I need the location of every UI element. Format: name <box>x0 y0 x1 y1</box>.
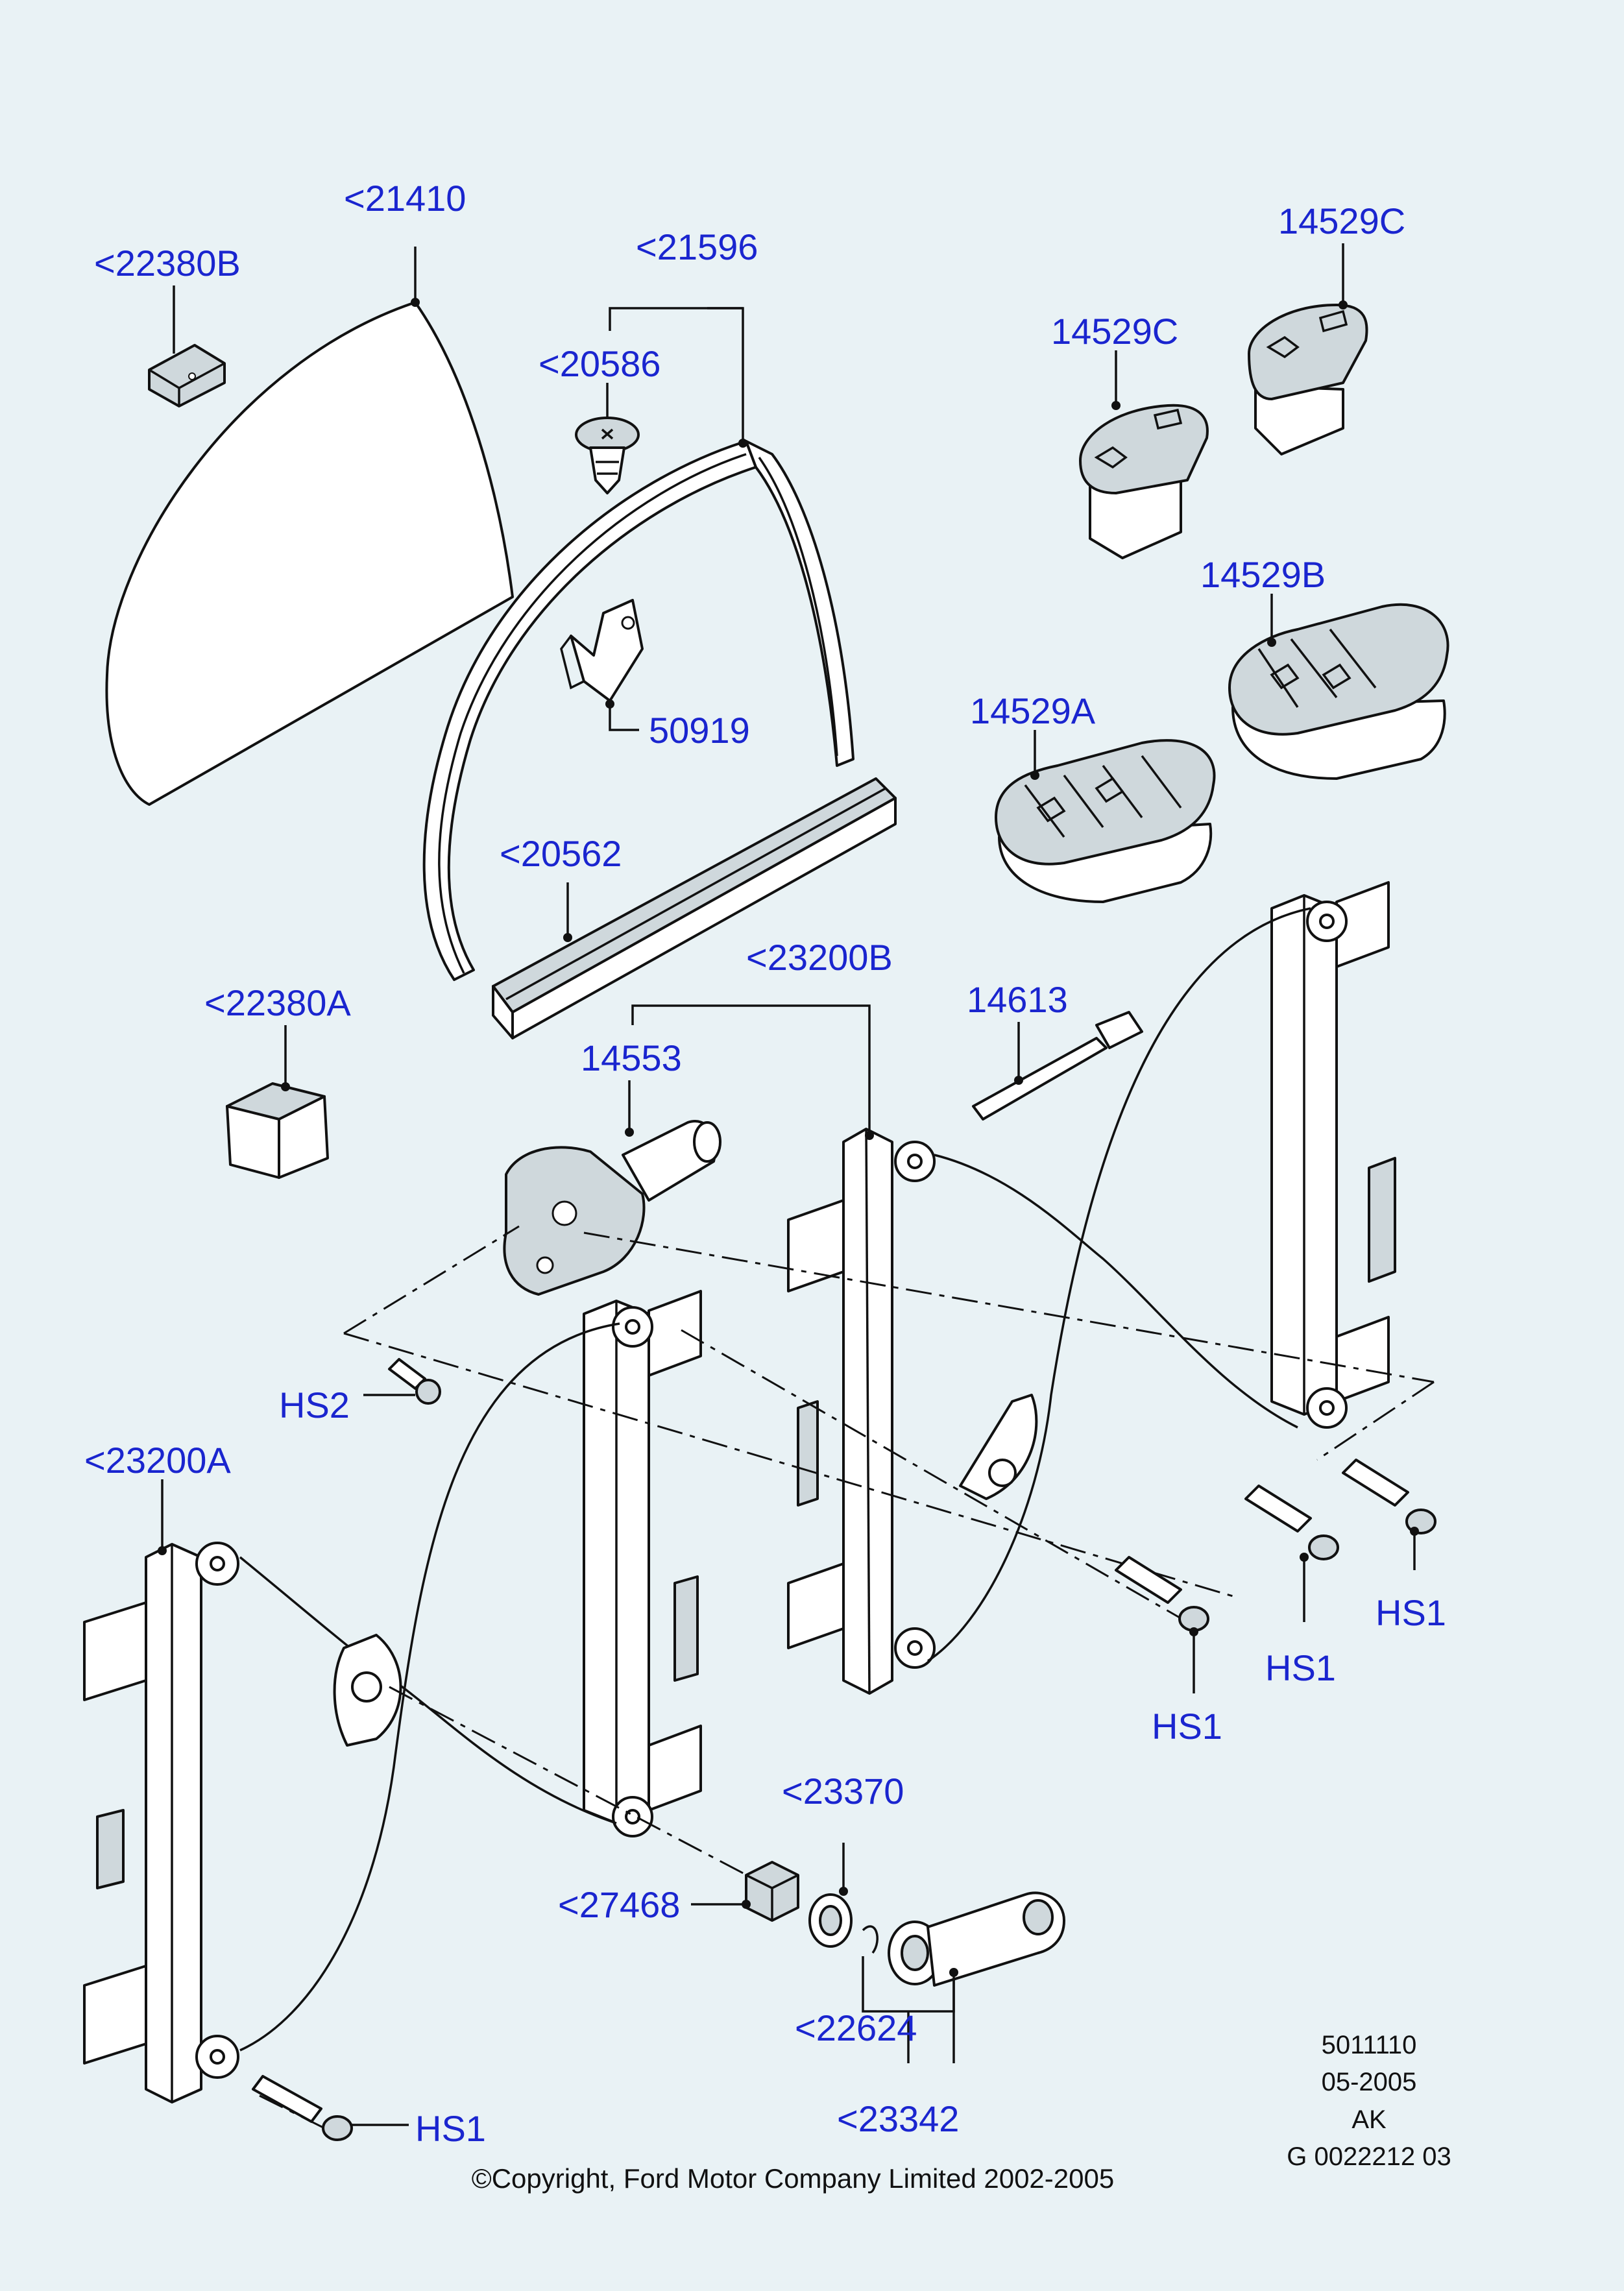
pad-22380a <box>226 1082 329 1179</box>
diagram-date: 05-2005 <box>1322 2068 1417 2096</box>
label-22624: <22624 <box>795 2007 917 2048</box>
screw-hs1-c <box>1342 1459 1436 1534</box>
leader-50919 <box>609 704 639 731</box>
label-hs2: HS2 <box>279 1385 350 1425</box>
label-14613: 14613 <box>967 979 1068 1020</box>
clip-22624 <box>862 1925 879 1954</box>
label-22380a: <22380A <box>204 982 351 1023</box>
label-hs1-b: HS1 <box>1265 1647 1336 1688</box>
diagram-code: 5011110 <box>1322 2031 1417 2059</box>
label-20586: <20586 <box>539 343 661 384</box>
label-14529c-right: 14529C <box>1278 200 1405 241</box>
leader-21596 <box>609 307 744 443</box>
label-14529c-left: 14529C <box>1051 311 1178 352</box>
label-14553: 14553 <box>581 1037 682 1078</box>
switch-14529a <box>995 739 1216 903</box>
label-hs1-c: HS1 <box>1376 1592 1446 1633</box>
switch-14529c-left <box>1079 404 1209 559</box>
screw-hs1-d <box>252 2075 353 2141</box>
assembly-guide-lines <box>259 1225 1435 2129</box>
label-23370: <23370 <box>782 1771 904 1812</box>
bezel-23370 <box>808 1893 853 1948</box>
label-27468: <27468 <box>558 1884 680 1925</box>
diagram-revision: AK <box>1351 2105 1387 2134</box>
clip-20586 <box>575 417 640 494</box>
label-23200a: <23200A <box>84 1440 231 1481</box>
switch-14529b <box>1228 603 1449 780</box>
label-14529b: 14529B <box>1200 554 1326 595</box>
screw-hs2 <box>388 1358 441 1405</box>
label-23200b: <23200B <box>746 937 893 978</box>
regulator-23200b <box>787 881 1396 1695</box>
leader-23200b <box>631 1004 871 1135</box>
cable-tie <box>972 1011 1143 1121</box>
window-motor <box>503 1120 721 1296</box>
label-14529a: 14529A <box>970 690 1096 731</box>
label-20562: <20562 <box>500 833 622 874</box>
label-hs1-a: HS1 <box>1152 1706 1222 1747</box>
glass-run-channel <box>422 440 854 981</box>
pad-22380b <box>148 344 226 407</box>
diagram-number: G 0022212 03 <box>1287 2142 1451 2171</box>
screw-hs1-b <box>1244 1485 1339 1560</box>
label-23342: <23342 <box>837 2098 959 2139</box>
handle-23342 <box>888 1891 1065 1987</box>
spacer-27468 <box>745 1861 799 1922</box>
screw-hs1-a <box>1115 1556 1209 1632</box>
window-glass <box>105 301 514 806</box>
label-50919: 50919 <box>649 710 750 751</box>
switch-14529c-right <box>1248 304 1368 455</box>
bracket-50919 <box>560 599 644 702</box>
copyright-notice: ©Copyright, Ford Motor Company Limited 2… <box>472 2163 1114 2194</box>
label-21410: <21410 <box>344 178 466 219</box>
label-hs1-d: HS1 <box>415 2108 486 2149</box>
regulator-23200a <box>83 1290 702 2103</box>
belt-moulding <box>492 777 897 1039</box>
label-21596: <21596 <box>636 226 758 267</box>
label-22380b: <22380B <box>94 243 241 284</box>
